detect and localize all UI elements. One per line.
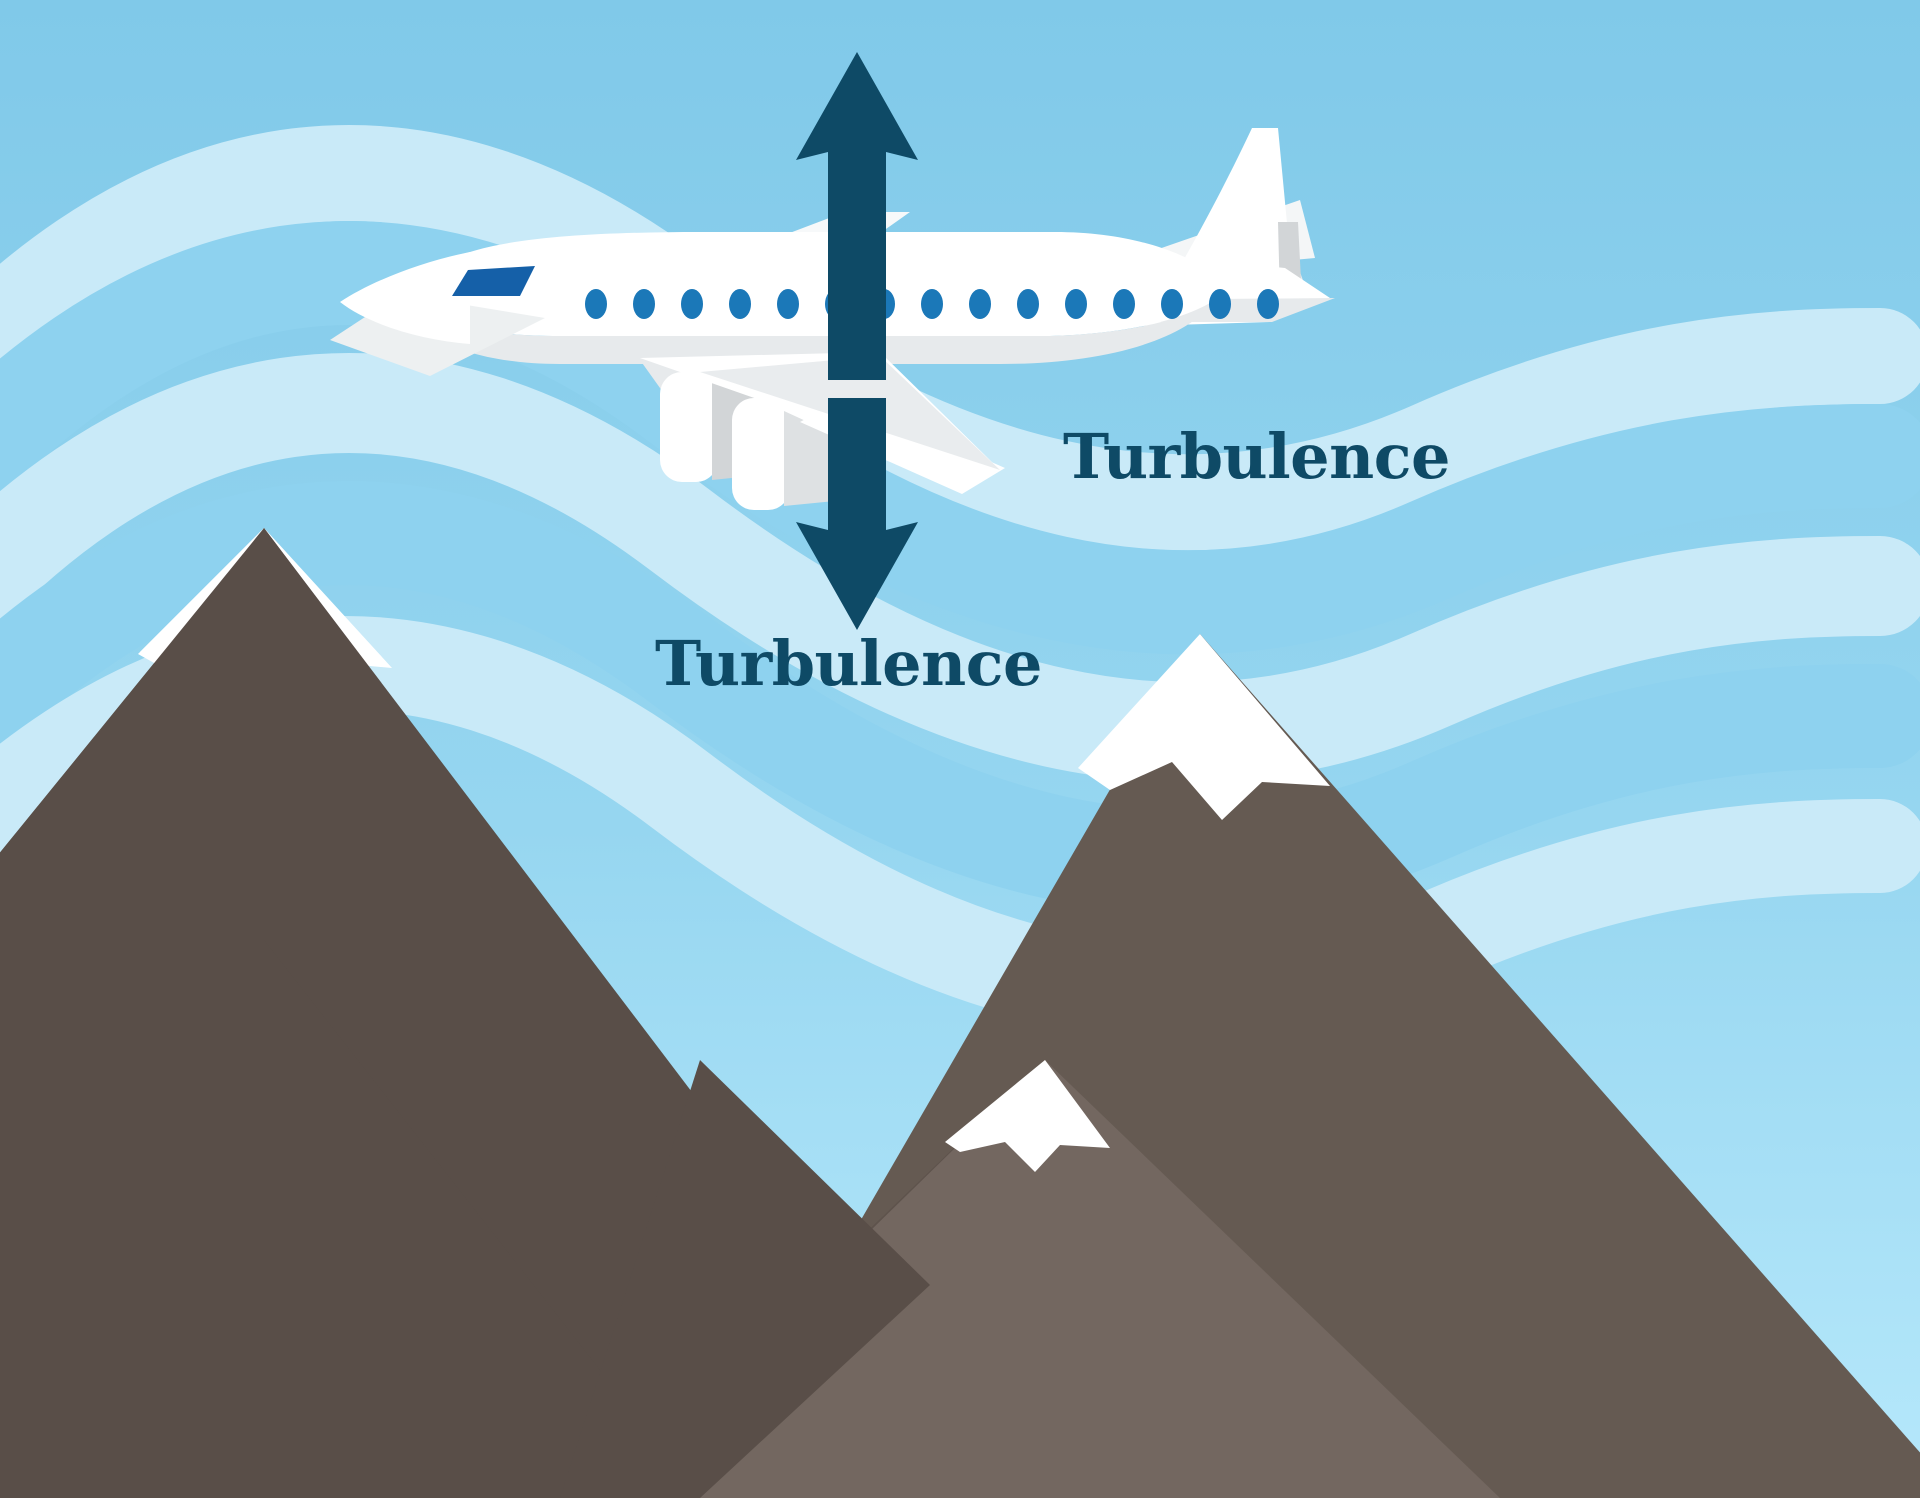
mountain-right-snowcap <box>1078 634 1330 820</box>
passenger-windows <box>585 289 1279 319</box>
mountain-center-snowcap <box>945 1060 1110 1172</box>
window <box>681 289 703 319</box>
window <box>1065 289 1087 319</box>
window <box>729 289 751 319</box>
label-turbulence-right: Turbulence <box>1063 420 1450 493</box>
vertical-turbulence-arrow-down <box>796 418 918 630</box>
window <box>1161 289 1183 319</box>
cockpit-window <box>452 266 535 296</box>
label-turbulence-lower: Turbulence <box>655 627 1042 700</box>
window <box>921 289 943 319</box>
window <box>777 289 799 319</box>
engine-front <box>660 372 718 482</box>
window <box>633 289 655 319</box>
engine-rear <box>732 398 790 510</box>
window <box>1113 289 1135 319</box>
nose <box>340 252 470 344</box>
tail-fin <box>1160 128 1300 300</box>
vertical-turbulence-arrow-up <box>796 52 918 265</box>
turbulence-arrows <box>796 52 918 630</box>
arrow-up-shaft <box>828 250 886 380</box>
window <box>1017 289 1039 319</box>
mountain-left-foreground-shadow <box>560 1060 930 1498</box>
window <box>1257 289 1279 319</box>
window <box>969 289 991 319</box>
window <box>1209 289 1231 319</box>
fuselage-shadow <box>400 300 1216 364</box>
window <box>585 289 607 319</box>
